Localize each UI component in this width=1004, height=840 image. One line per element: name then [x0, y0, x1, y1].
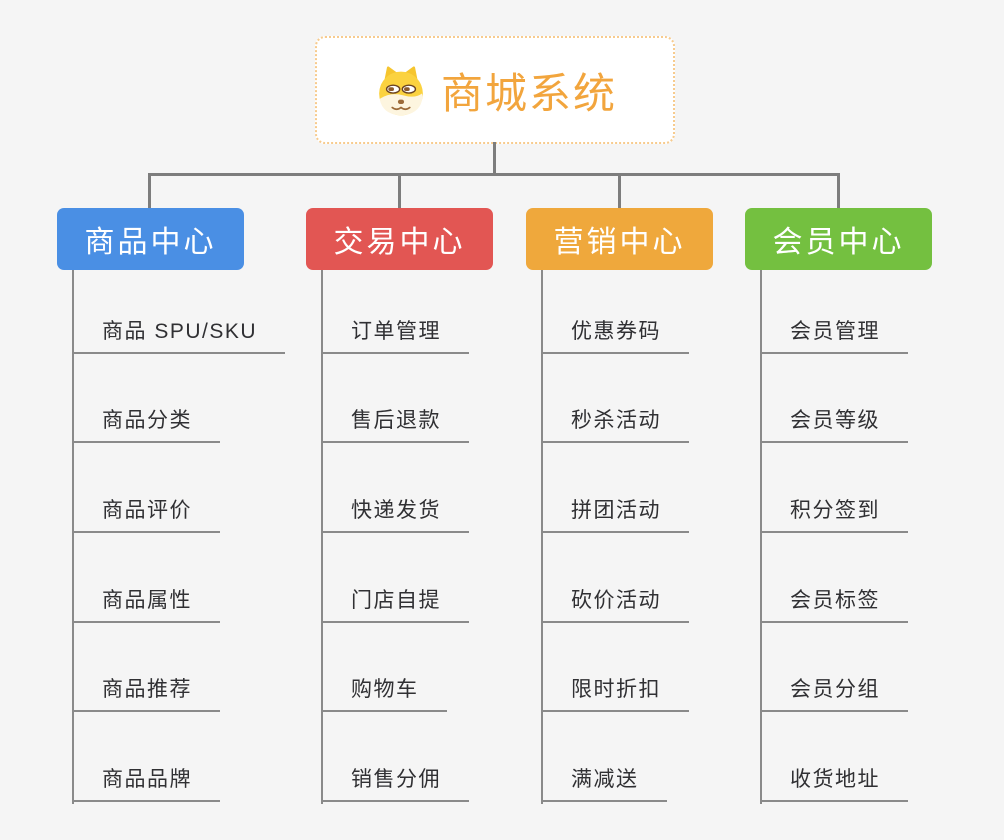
leaf-node[interactable]: 快递发货 — [321, 498, 469, 533]
leaf-node[interactable]: 秒杀活动 — [541, 408, 689, 443]
leaf-node[interactable]: 会员标签 — [760, 588, 908, 623]
branch-spine — [760, 270, 762, 804]
drop-connector-trade — [398, 174, 401, 210]
leaf-node[interactable]: 收货地址 — [760, 767, 908, 802]
branch-node-member-center[interactable]: 会员中心 — [745, 208, 932, 270]
leaf-node[interactable]: 会员管理 — [760, 319, 908, 354]
root-stem-connector — [493, 142, 496, 175]
branch-marketing-center: 营销中心 优惠券码 秒杀活动 拼团活动 砍价活动 限时折扣 满减送 — [526, 208, 766, 840]
leaf-node[interactable]: 会员分组 — [760, 677, 908, 712]
root-node[interactable]: 商城系统 — [315, 36, 675, 144]
branch-trade-center: 交易中心 订单管理 售后退款 快递发货 门店自提 购物车 销售分佣 — [306, 208, 546, 840]
branch-node-trade-center[interactable]: 交易中心 — [306, 208, 493, 270]
leaf-node[interactable]: 会员等级 — [760, 408, 908, 443]
leaf-node[interactable]: 商品属性 — [72, 588, 220, 623]
leaf-node[interactable]: 销售分佣 — [321, 767, 469, 802]
branch-product-center: 商品中心 商品 SPU/SKU 商品分类 商品评价 商品属性 商品推荐 商品品牌 — [57, 208, 297, 840]
branch-member-center: 会员中心 会员管理 会员等级 积分签到 会员标签 会员分组 收货地址 — [745, 208, 985, 840]
branch-spine — [72, 270, 74, 804]
leaf-node[interactable]: 积分签到 — [760, 498, 908, 533]
branch-spine — [541, 270, 543, 804]
drop-connector-marketing — [618, 174, 621, 210]
dog-icon — [379, 66, 423, 116]
branch-bus-connector — [148, 173, 840, 176]
leaf-node[interactable]: 满减送 — [541, 767, 667, 802]
branch-spine — [321, 270, 323, 804]
leaf-node[interactable]: 购物车 — [321, 677, 447, 712]
leaf-node[interactable]: 商品评价 — [72, 498, 220, 533]
leaf-node[interactable]: 商品分类 — [72, 408, 220, 443]
leaf-node[interactable]: 砍价活动 — [541, 588, 689, 623]
leaf-node[interactable]: 门店自提 — [321, 588, 469, 623]
drop-connector-member — [837, 174, 840, 210]
leaf-node[interactable]: 商品推荐 — [72, 677, 220, 712]
leaf-node[interactable]: 商品 SPU/SKU — [72, 319, 286, 354]
branch-node-marketing-center[interactable]: 营销中心 — [526, 208, 713, 270]
leaf-node[interactable]: 限时折扣 — [541, 677, 689, 712]
root-title: 商城系统 — [440, 69, 617, 117]
leaf-node[interactable]: 商品品牌 — [72, 767, 220, 802]
leaf-node[interactable]: 订单管理 — [321, 319, 469, 354]
leaf-node[interactable]: 优惠券码 — [541, 319, 689, 354]
leaf-node[interactable]: 售后退款 — [321, 408, 469, 443]
leaf-node[interactable]: 拼团活动 — [541, 498, 689, 533]
branch-node-product-center[interactable]: 商品中心 — [57, 208, 244, 270]
drop-connector-product — [148, 174, 151, 210]
